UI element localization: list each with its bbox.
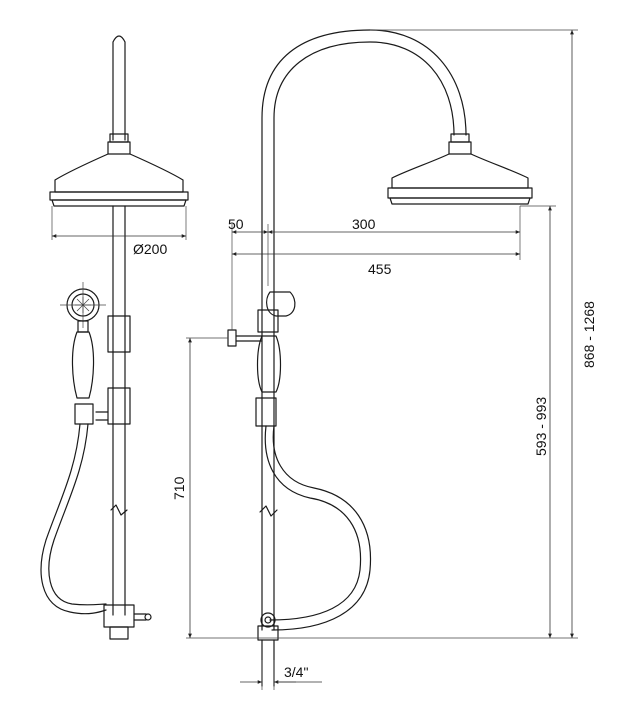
label-total-height-range: 868 - 1268 <box>581 301 597 368</box>
label-thread-size: 3/4" <box>284 664 308 680</box>
label-head-height-range: 593 - 993 <box>533 397 549 456</box>
label-arm-reach: 300 <box>352 216 376 232</box>
extension-lines <box>186 29 578 690</box>
label-total-reach: 455 <box>368 261 392 277</box>
label-head-diameter: Ø200 <box>133 241 167 257</box>
dim-lines <box>188 30 574 684</box>
label-bar-height: 710 <box>171 476 187 500</box>
front-view <box>40 35 189 640</box>
label-offset-small: 50 <box>228 216 244 232</box>
side-view <box>227 29 533 687</box>
